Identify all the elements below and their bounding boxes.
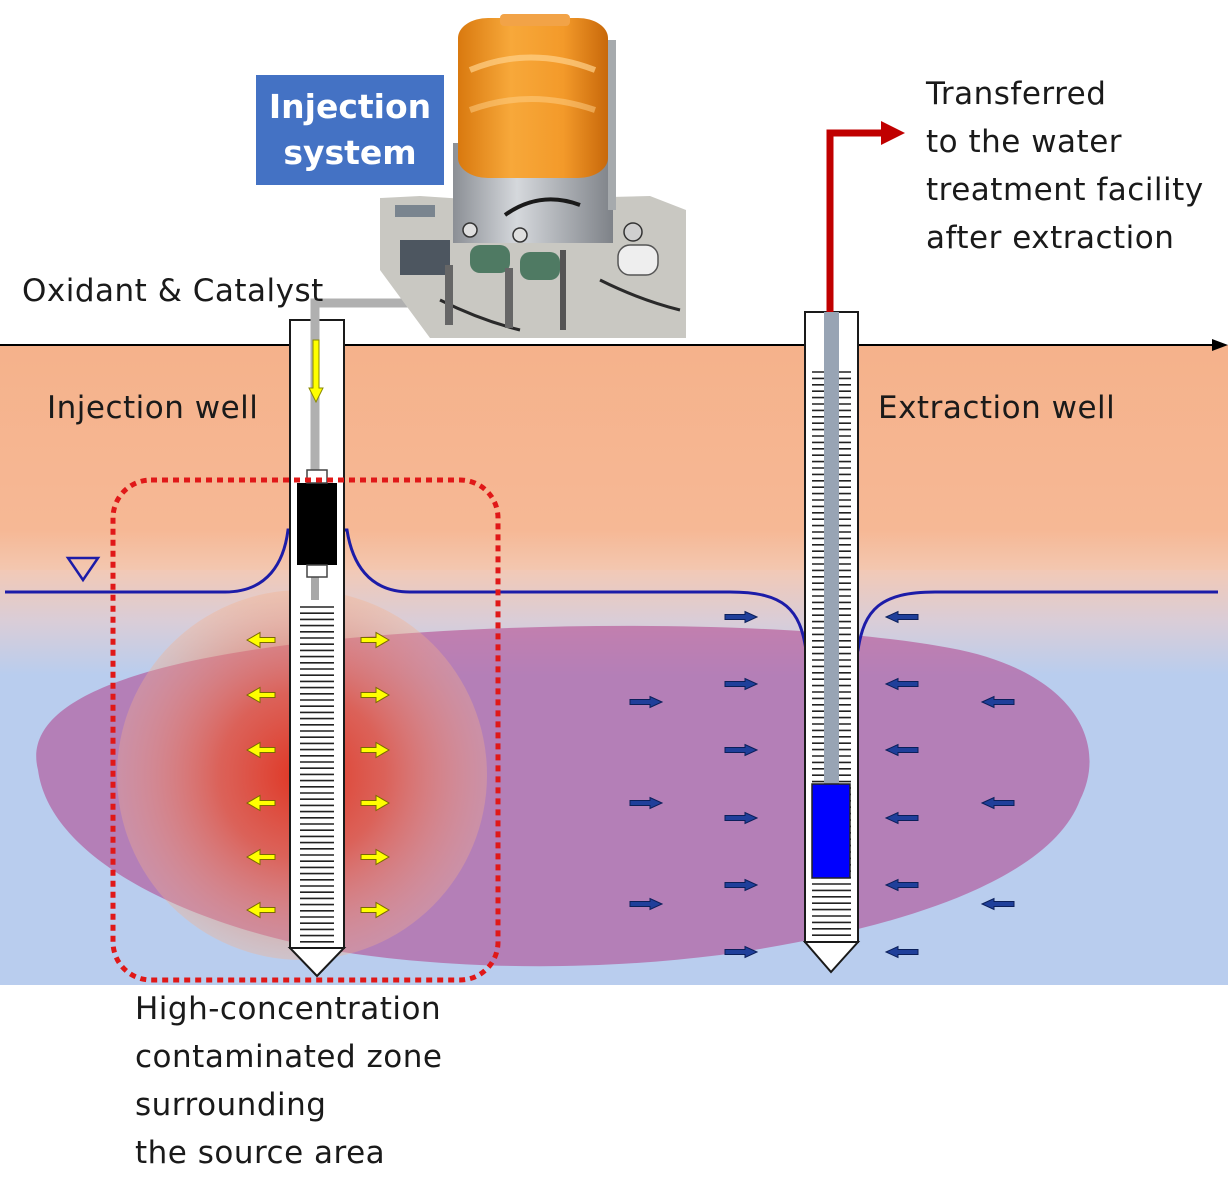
source-zone-outline [110,477,501,983]
discharge-pipe [826,129,885,312]
groundwater-flow-arrow-icon [884,677,919,691]
transferred-line: Transferred [926,76,1107,112]
groundwater-flow-arrow-icon [629,695,664,709]
injection-arrow-icon [245,794,276,812]
transferred-line: treatment facility [926,172,1204,208]
injection-pipe-lower [311,570,319,600]
submersible-pump [811,783,851,879]
injection-system-illustration [380,14,686,338]
injection-arrow-icon [245,631,276,649]
injection-arrow-icon [360,794,391,812]
injection-arrow-icon [360,631,391,649]
injection-arrow-icon [245,741,276,759]
groundwater-flow-arrow-icon [980,897,1015,911]
transferred-line: to the water [926,124,1123,160]
injection-arrow-icon [360,741,391,759]
injection-well-label: Injection well [47,390,259,426]
injection-arrow-icon [245,848,276,866]
high-concentration-line: contaminated zone [135,1039,443,1075]
high-concentration-line: High-concentration [135,991,442,1027]
injection-arrow-icon [245,686,276,704]
transferred-line: after extraction [926,220,1175,256]
injection-system-label: Injection system [256,75,444,185]
riser-pipe [824,312,839,784]
supply-pipe [310,298,437,470]
packer [297,483,337,565]
injection-system-line1: Injection [268,87,432,126]
injection-well-screen [300,606,334,943]
ground-surface-arrowhead-icon [1212,339,1228,351]
groundwater-flow-arrow-icon [724,878,759,892]
groundwater-flow-arrow-icon [980,695,1015,709]
groundwater-flow-arrow-icon [884,878,919,892]
oxidant-catalyst-label: Oxidant & Catalyst [22,273,324,309]
extraction-well-label: Extraction well [878,390,1116,426]
packer-cap-bottom [306,564,328,578]
discharge-arrow-icon [881,121,905,145]
water-table-line [5,528,1218,652]
extraction-well [802,311,861,974]
groundwater-flow-arrow-icon [724,945,759,959]
groundwater-flow-arrow-icon [724,743,759,757]
downflow-arrow-icon [308,339,324,404]
injection-arrow-icon [245,901,276,919]
water-table-triangle-icon [65,556,101,583]
transferred-label: Transferred to the water treatment facil… [926,70,1204,262]
groundwater-flow-arrow-icon [629,796,664,810]
high-concentration-line: the source area [135,1135,386,1171]
injection-arrow-icon [360,686,391,704]
groundwater-flow-arrows [629,610,1015,959]
high-concentration-label: High-concentration contaminated zone sur… [135,985,442,1177]
injection-arrows [245,631,391,919]
groundwater-flow-arrow-icon [724,811,759,825]
groundwater-flow-arrow-icon [629,897,664,911]
groundwater-flow-arrow-icon [884,811,919,825]
vadose-zone [0,345,1228,570]
groundwater-flow-arrow-icon [724,610,759,624]
injection-system-line2: system [283,133,417,172]
groundwater-flow-arrow-icon [980,796,1015,810]
groundwater-flow-arrow-icon [884,945,919,959]
groundwater-flow-arrow-icon [884,610,919,624]
high-concentration-line: surrounding [135,1087,327,1123]
groundwater-flow-arrow-icon [884,743,919,757]
groundwater-flow-arrow-icon [724,677,759,691]
injection-arrow-icon [360,901,391,919]
injection-arrow-icon [360,848,391,866]
